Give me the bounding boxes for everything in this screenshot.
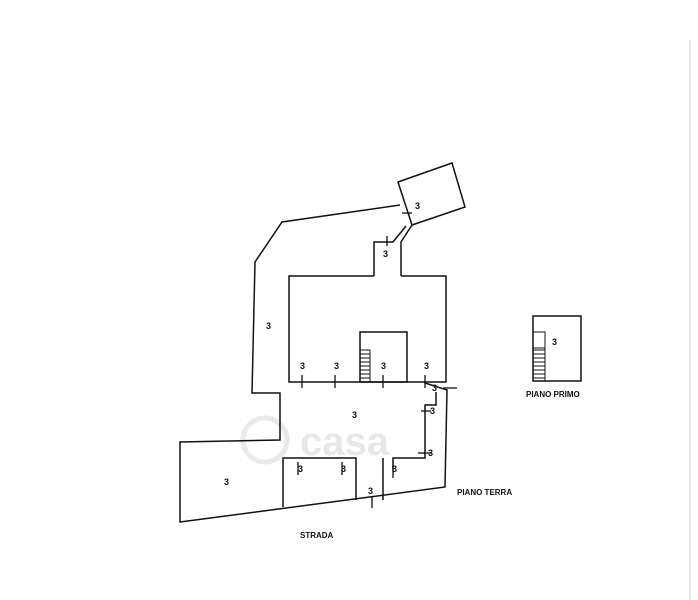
inner-wall-right: [392, 392, 437, 470]
annex-room-outline: [397, 162, 466, 226]
room-number: 3: [392, 464, 397, 474]
room-number: 3: [266, 321, 271, 331]
room-number: 3: [432, 383, 437, 393]
room-number: 3: [430, 406, 435, 416]
staircase-hatch: [359, 349, 371, 383]
room-number: 3: [224, 477, 229, 487]
annex-corridor-right: [400, 224, 413, 276]
room-number: 3: [334, 361, 339, 371]
room-number: 3: [298, 464, 303, 474]
first-floor-caption: PIANO PRIMO: [526, 390, 580, 399]
room-number: 3: [383, 249, 388, 259]
room-number: 3: [552, 337, 557, 347]
street-caption: STRADA: [300, 531, 334, 540]
room-number: 3: [415, 201, 420, 211]
room-number: 3: [428, 448, 433, 458]
room-numbers: 3 3 3 3 3 3 3 3 3 3 3 3 3 3 3 3: [224, 201, 437, 496]
room-number: 3: [300, 361, 305, 371]
ground-floor-outline: [179, 204, 448, 523]
room-number: 3: [368, 486, 373, 496]
door-marks: [297, 212, 457, 508]
ground-floor-caption: PIANO TERRA: [457, 488, 512, 497]
first-floor-plan: 3: [532, 315, 582, 382]
annex-corridor: [373, 225, 407, 276]
room-number: 3: [424, 361, 429, 371]
inner-wall-small-room: [282, 457, 357, 507]
svg-text:casa: casa: [300, 420, 390, 464]
room-number: 3: [341, 464, 346, 474]
room-number: 3: [381, 361, 386, 371]
room-number: 3: [352, 410, 357, 420]
